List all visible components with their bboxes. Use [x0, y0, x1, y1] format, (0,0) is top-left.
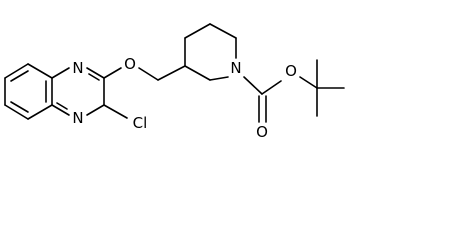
bond — [51, 104, 70, 116]
pyrazine-ring — [51, 67, 105, 116]
atom-label-o-ether: O — [124, 55, 136, 73]
atom-label-n-quin-bottom: N — [72, 109, 83, 127]
bond — [299, 76, 318, 89]
bond — [51, 67, 70, 79]
bond — [209, 76, 229, 81]
double-bond-inner — [10, 70, 29, 82]
bond — [157, 65, 186, 81]
atom-label-o-ester: O — [285, 62, 297, 80]
bond — [209, 23, 237, 39]
bond — [184, 65, 211, 81]
double-bond-inner — [56, 102, 68, 110]
bond — [103, 67, 122, 79]
bond — [184, 23, 211, 39]
bond — [27, 63, 53, 79]
atom-label-n-quin-top: N — [72, 59, 83, 77]
boc-group — [243, 59, 345, 123]
bond-c-cl — [103, 104, 128, 119]
double-bond-inner — [88, 73, 100, 81]
atom-label-chlorine: Cl — [133, 114, 148, 132]
atom-label-n-piperidine: N — [230, 59, 241, 77]
bond — [27, 104, 53, 120]
bond — [86, 67, 105, 79]
benzene-ring — [4, 63, 53, 120]
molecule-structure: N N O N O O Cl — [4, 23, 345, 141]
bond — [4, 63, 29, 79]
bond — [243, 76, 263, 95]
piperidine-ring — [184, 23, 237, 81]
atom-label-o-carbonyl: O — [256, 123, 268, 141]
bond — [86, 104, 105, 116]
bond — [4, 104, 29, 120]
ether-linker — [103, 65, 186, 81]
double-bond-inner — [10, 101, 29, 113]
bond — [261, 80, 282, 95]
bond — [138, 67, 159, 81]
